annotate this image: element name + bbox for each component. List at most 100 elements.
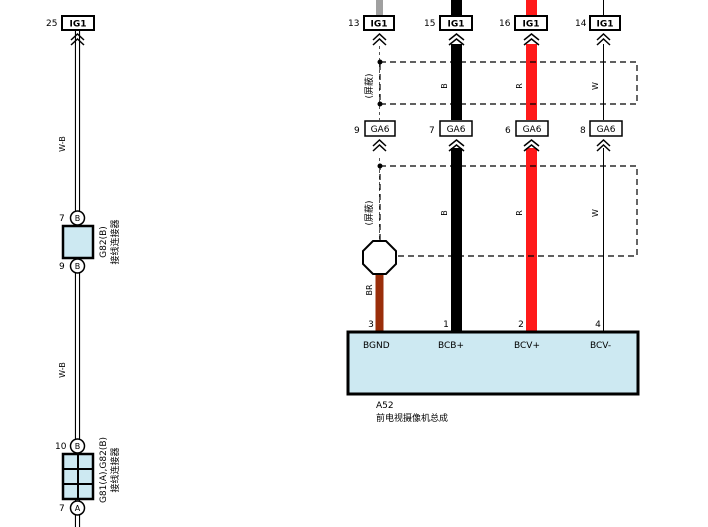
mid-connector-4-chevron-icon [596, 138, 611, 152]
top-connector-4-pin: 14 [575, 19, 587, 29]
shield-lower-node [377, 163, 383, 169]
top-connector-row: 13 IG1 15 IG1 16 IG1 14 IG1 [348, 15, 621, 46]
mid-connector-2-box [439, 120, 473, 137]
mid-connector-3-pin: 6 [505, 126, 511, 136]
wire-label-lower-3: W [591, 209, 600, 217]
top-connector-4-box [589, 15, 621, 31]
top-connector-1: 13 IG1 [348, 15, 395, 46]
mid-connector-2-chevron-icon [448, 139, 465, 152]
junction-upper-code: G82(B) [99, 226, 109, 258]
mid-connector-1-code: GA6 [371, 125, 390, 135]
top-connector-2-chevron-icon [448, 33, 465, 46]
junction-upper-body [61, 224, 95, 260]
mid-connector-1-box [364, 120, 396, 137]
left-wire-color-1: W-B [58, 136, 67, 152]
top-connector-3-code: IG1 [523, 20, 540, 30]
left-top-connector-code: IG1 [70, 20, 87, 30]
top-connector-3-pin: 16 [499, 19, 511, 29]
left-circuit: 25 IG1 W-B W-B 7 B 9 B G82(B) 接线连接器 10 B [46, 15, 121, 527]
right-wires [375, 0, 604, 332]
top-connector-4-code: IG1 [597, 20, 614, 30]
mid-connector-2-pin: 7 [429, 126, 435, 136]
mid-connector-4-pin: 8 [580, 126, 586, 136]
mid-connector-3-code: GA6 [523, 125, 542, 135]
component-pin-3-label: BCV+ [514, 341, 540, 351]
component-pin-1-label: BGND [363, 341, 390, 351]
mid-connector-4-code: GA6 [597, 125, 616, 135]
left-top-pin: 25 [46, 19, 57, 29]
top-connector-2-box [439, 15, 473, 31]
junction-upper-name: 接线连接器 [109, 219, 121, 264]
left-top-connector-box [61, 15, 95, 31]
junction-connector-upper: 7 B 9 B G82(B) 接线连接器 [59, 210, 121, 274]
top-connector-1-chevron-icon [372, 32, 387, 46]
component-name: 前电视摄像机总成 [376, 412, 448, 424]
wire-red-bottom [526, 148, 537, 332]
junction-upper-pin-bottom: 9 [59, 262, 65, 272]
top-connector-1-pin: 13 [348, 19, 359, 29]
wire-red-mid [526, 44, 537, 120]
component-pin-2-label: BCB+ [438, 341, 464, 351]
left-top-chevron-icon [70, 32, 85, 46]
component-pin-1-number: 3 [368, 320, 374, 330]
wire-color-labels: B R W B R W BR [365, 82, 600, 296]
top-connector-3: 16 IG1 [499, 15, 548, 46]
left-wire-color-2: W-B [58, 362, 67, 378]
component-pin-3-number: 2 [518, 320, 524, 330]
wire-label-upper-3: W [591, 82, 600, 90]
junction-lower-pin-bottom-letter: A [75, 504, 81, 513]
wire-black-bottom [451, 148, 462, 332]
top-connector-3-chevron-icon [523, 33, 540, 46]
wire-black-top [451, 0, 462, 16]
junction-lower-pin-top: 10 [55, 442, 67, 452]
shield-upper-node-top [377, 59, 383, 65]
top-connector-2-pin: 15 [424, 19, 435, 29]
junction-lower-pin-bottom-circle [69, 500, 86, 516]
top-connector-1-box [363, 15, 395, 31]
junction-upper-pin-top: 7 [59, 214, 65, 224]
wire-label-upper-2: R [515, 83, 524, 89]
mid-connector-2: 7 GA6 [429, 120, 473, 152]
top-connector-1-code: IG1 [371, 20, 388, 30]
component-code: A52 [376, 401, 394, 411]
junction-upper-pin-top-letter: B [75, 214, 81, 223]
shield-box-lower [379, 165, 638, 257]
component-pin-4-label: BCV- [590, 341, 611, 351]
mid-connector-3-box [515, 120, 549, 137]
shield-upper-node-bottom [377, 101, 383, 107]
mid-connector-2-code: GA6 [447, 125, 466, 135]
wire-gray-top [376, 0, 383, 16]
mid-connector-1-pin: 9 [354, 126, 360, 136]
junction-lower-pin-top-letter: B [75, 442, 81, 451]
mid-connector-4: 8 GA6 [580, 120, 623, 152]
component-pin-4-number: 4 [595, 320, 601, 330]
top-connector-4-chevron-icon [596, 32, 611, 46]
wire-red-top [526, 0, 537, 16]
wire-label-lower-2: R [515, 210, 524, 216]
junction-upper-pin-bottom-letter: B [75, 262, 81, 271]
junction-lower-code: G81(A),G82(B) [99, 437, 109, 503]
top-connector-2-code: IG1 [448, 20, 465, 30]
wire-brown [375, 270, 384, 332]
mid-connector-4-box [589, 120, 623, 137]
shield-boxes: (屏蔽) (屏蔽) [362, 59, 638, 275]
wire-label-ground: BR [365, 284, 374, 295]
wire-black-mid [451, 44, 462, 120]
junction-connector-lower: 10 B 7 A G81(A),G82(B) 接线连接器 [55, 437, 121, 516]
shield-label-upper: (屏蔽) [363, 73, 375, 98]
mid-connector-3: 6 GA6 [505, 120, 549, 152]
top-connector-2: 15 IG1 [424, 15, 473, 46]
top-connector-4: 14 IG1 [575, 15, 621, 46]
mid-connector-row: 9 GA6 7 GA6 6 GA6 8 GA6 [354, 120, 623, 152]
wire-label-lower-1: B [440, 210, 449, 216]
shield-label-lower: (屏蔽) [363, 200, 375, 225]
component-pin-2-number: 1 [443, 320, 449, 330]
top-connector-3-box [514, 15, 548, 31]
junction-lower-name: 接线连接器 [109, 447, 121, 492]
wire-label-upper-1: B [440, 83, 449, 89]
component-body [346, 330, 640, 396]
mid-connector-1-chevron-icon [372, 138, 387, 152]
junction-lower-pin-bottom: 7 [59, 504, 65, 514]
mid-connector-3-chevron-icon [523, 139, 540, 152]
